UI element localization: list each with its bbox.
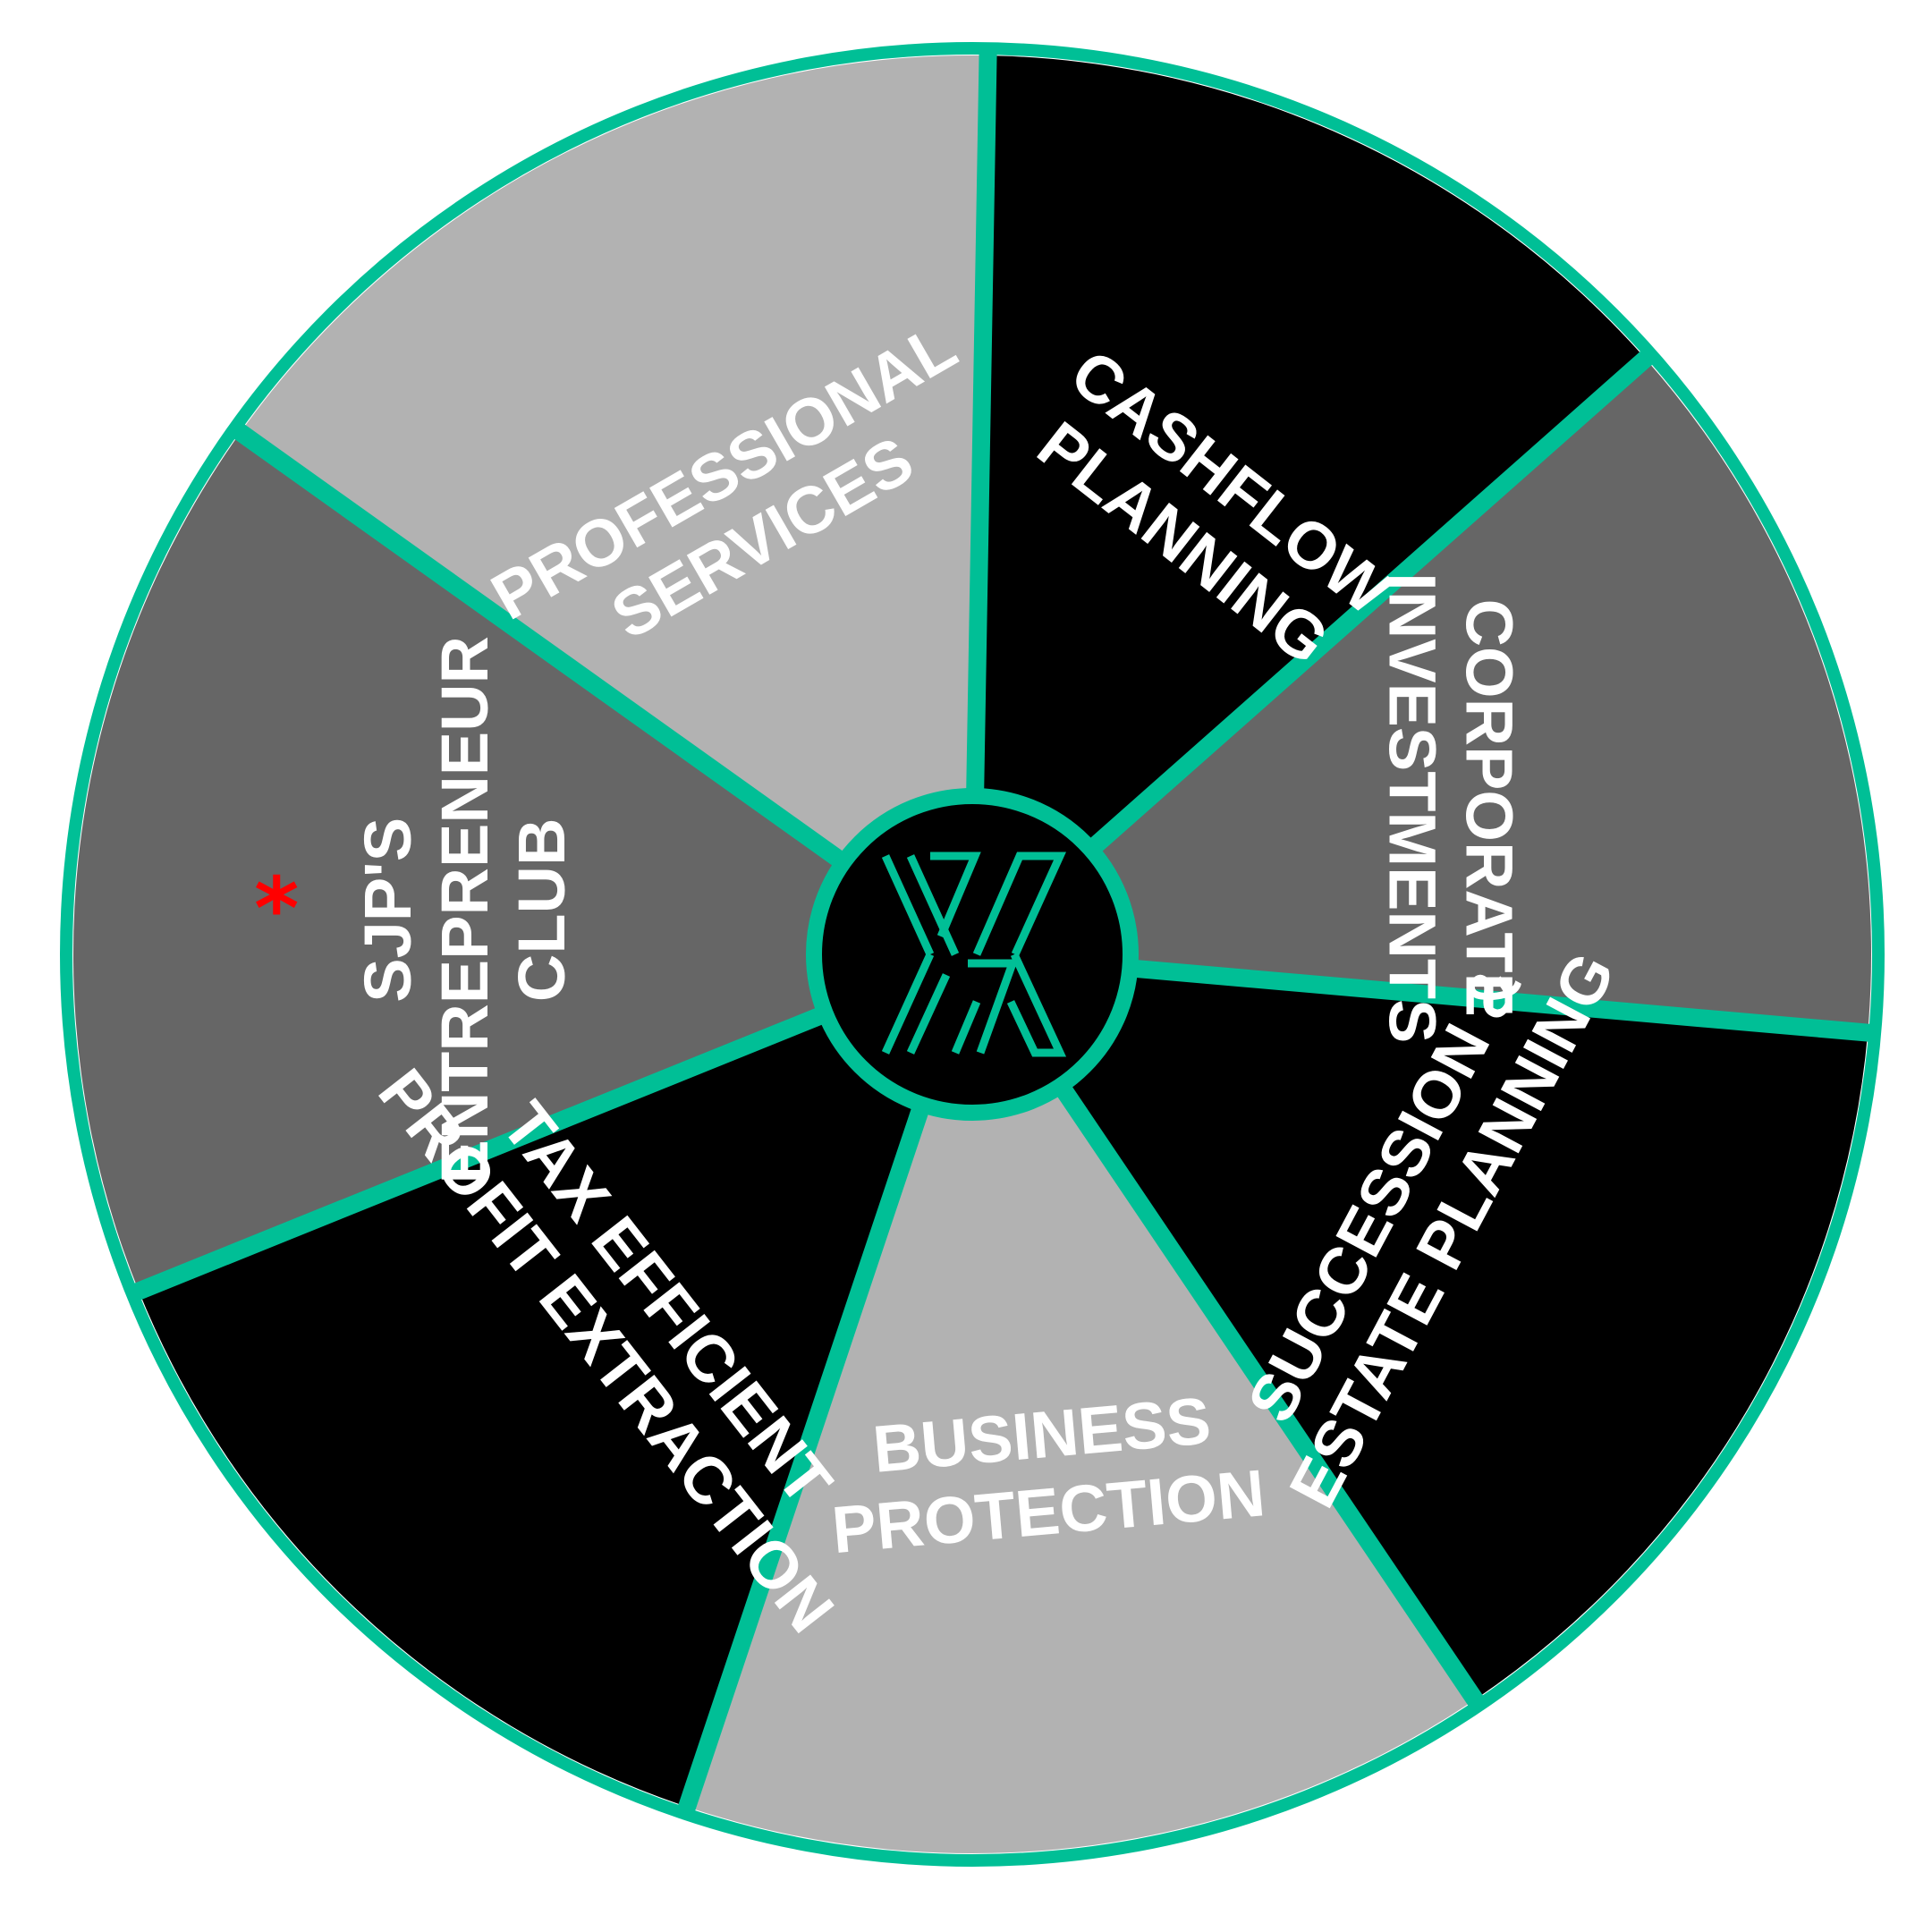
segment-corporate (972, 359, 1872, 1033)
segment-cashflow (972, 55, 1646, 954)
segment-label-line: INVESTMENTS (1376, 572, 1450, 1043)
segment-label-line: ENTREPRENEUR (428, 636, 502, 1184)
segment-professional (240, 55, 988, 954)
monogram-logo-icon (881, 852, 1067, 1057)
divider-line (232, 422, 849, 870)
outer-ring (60, 42, 1885, 1867)
segment-succession (972, 954, 1868, 1700)
divider-line (1053, 1080, 1485, 1708)
wheel-segments (72, 55, 1872, 1854)
divider-line (677, 1101, 931, 1814)
center-hub (806, 788, 1139, 1121)
segment-entrepreneur (72, 432, 972, 1292)
wheel-dividers (131, 51, 1873, 1814)
divider-line (1129, 959, 1873, 1042)
segment-label-line: CORPORATE (1453, 599, 1527, 1017)
segment-tax (139, 954, 972, 1808)
divider-line (1084, 349, 1655, 857)
segment-label-line: SJP'S (351, 818, 425, 1003)
divider-line (966, 51, 997, 797)
divider-line (131, 1005, 829, 1301)
segment-business (687, 954, 1475, 1854)
hub-circle (806, 788, 1139, 1121)
asterisk-marker: * (254, 859, 299, 959)
segment-label-line: CLUB (504, 818, 579, 1003)
